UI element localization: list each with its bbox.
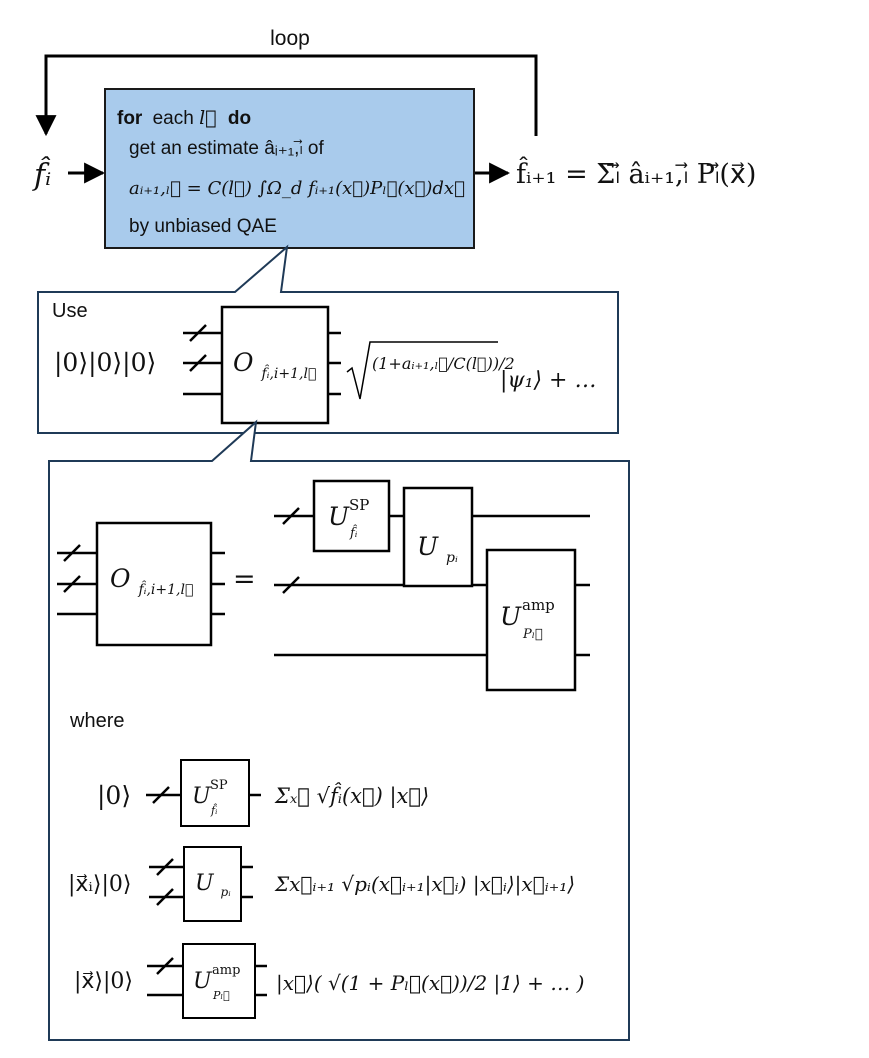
def-p-gate-label: U [195,871,215,896]
decomp-oracle-label: O [110,564,131,593]
def-amp-gate [182,943,256,1019]
oracle-output-wires [328,331,341,396]
def-p-gate [183,846,242,922]
def-p-output: Σx⃗ᵢ₊₁ √pᵢ(x⃗ᵢ₊₁|x⃗ᵢ) |x⃗ᵢ⟩|x⃗ᵢ₊₁⟩ [274,872,575,897]
state-prep-gate-label: U [328,502,350,531]
loop-label: loop [270,27,310,50]
where-label: where [69,710,124,732]
use-output-tail: |ψ₁⟩ + … [500,368,597,393]
output-update-formula: f̂ᵢ₊₁ = Σₗ⃗ âᵢ₊₁,ₗ⃗ Pₗ⃗(x⃗) [516,156,756,190]
def-sp-gate [180,759,250,827]
oracle-subscript: f̂ᵢ,i+1,l⃗ [260,364,316,382]
def-amp-gate-sub: Pₗ⃗ [212,989,230,1002]
svg-text:O f̂ᵢ,i+1,l⃗: O f̂ᵢ,i+1,l⃗ [110,564,193,598]
algorithm-box: for each l⃗ do get an estimate âᵢ₊₁,ₗ⃗ o… [104,88,475,249]
oracle-gate [220,305,330,425]
loop-connector [35,54,538,137]
decomp-oracle-subscript: f̂ᵢ,i+1,l⃗ [137,580,193,598]
def-amp-input: |x⃗⟩|0⟩ [74,969,133,994]
circuit-wires [274,507,590,657]
def-amp-output: |x⃗⟩( √(1 + Pₗ⃗(x⃗))/2 |1⟩ + … ) [276,971,584,996]
svg-text:O f̂ᵢ,i+1,l⃗: O f̂ᵢ,i+1,l⃗ [233,348,316,382]
amplitude-gate [485,548,577,692]
def-sp-gate-sub: f̂ᵢ [210,804,217,817]
transition-gate-sub: pᵢ [446,550,458,566]
svg-text:U pᵢ: U pᵢ [195,871,231,899]
oracle-input-wires [183,324,222,396]
loop-variable: l⃗ [199,107,216,129]
decomposition-panel: O f̂ᵢ,i+1,l⃗ = U SP f̂ᵢ U pᵢ [48,419,630,1041]
amplitude-gate-label: U [500,602,522,631]
def-sp-wires [146,786,261,804]
transition-gate [402,486,474,588]
def-p-input: |x⃗ᵢ⟩|0⟩ [68,872,131,897]
estimate-line: get an estimate âᵢ₊₁,ₗ⃗ of [129,138,324,159]
qae-line: by unbiased QAE [129,216,277,237]
sqrt-argument: (1+aᵢ₊₁,ₗ⃗/C(l⃗))/2 [372,354,515,373]
def-sp-gate-sup: SP [210,778,228,793]
svg-text:for each l⃗: for each l⃗ do [117,107,251,129]
state-prep-gate [312,479,391,553]
keyword-do: do [228,108,251,129]
def-p-wires [149,858,253,906]
equals-sign: = [233,564,256,595]
svg-text:U pᵢ: U pᵢ [417,532,458,566]
decomp-oracle-gate [95,521,213,647]
def-amp-gate-sup: amp [212,963,240,978]
def-sp-output: Σₓ⃗ √f̂ᵢ(x⃗) |x⃗⟩ [274,783,429,809]
oracle-label: O [233,348,254,377]
state-prep-gate-sup: SP [349,496,369,514]
def-sp-input: |0⟩ [97,781,131,811]
def-amp-gate-label: U [193,969,213,994]
amplitude-gate-sup: amp [522,596,555,614]
def-amp-wires [147,957,267,997]
decomp-oracle-wires [57,544,225,616]
def-sp-gate-label: U [192,784,212,809]
each-text: each [153,108,199,129]
use-input-state: |0⟩|0⟩|0⟩ [54,348,156,378]
state-prep-gate-sub: f̂ᵢ [349,524,358,541]
amplitude-gate-sub: Pₗ⃗ [522,627,543,642]
keyword-for: for [117,108,143,129]
transition-gate-label: U [417,532,439,561]
input-state-label: f̂ᵢ [32,156,51,193]
use-panel: Use |0⟩|0⟩|0⟩ O f̂ᵢ,i+1,l⃗ (1+aᵢ₊₁,ₗ⃗/C(… [37,244,619,434]
use-title: Use [52,300,88,322]
sqrt-sign [346,341,498,400]
def-p-gate-sub: pᵢ [221,885,232,899]
integral-definition: aᵢ₊₁,ₗ⃗ = C(l⃗) ∫Ω_d fᵢ₊₁(x⃗)Pₗ⃗(x⃗)dx⃗ [129,178,465,199]
